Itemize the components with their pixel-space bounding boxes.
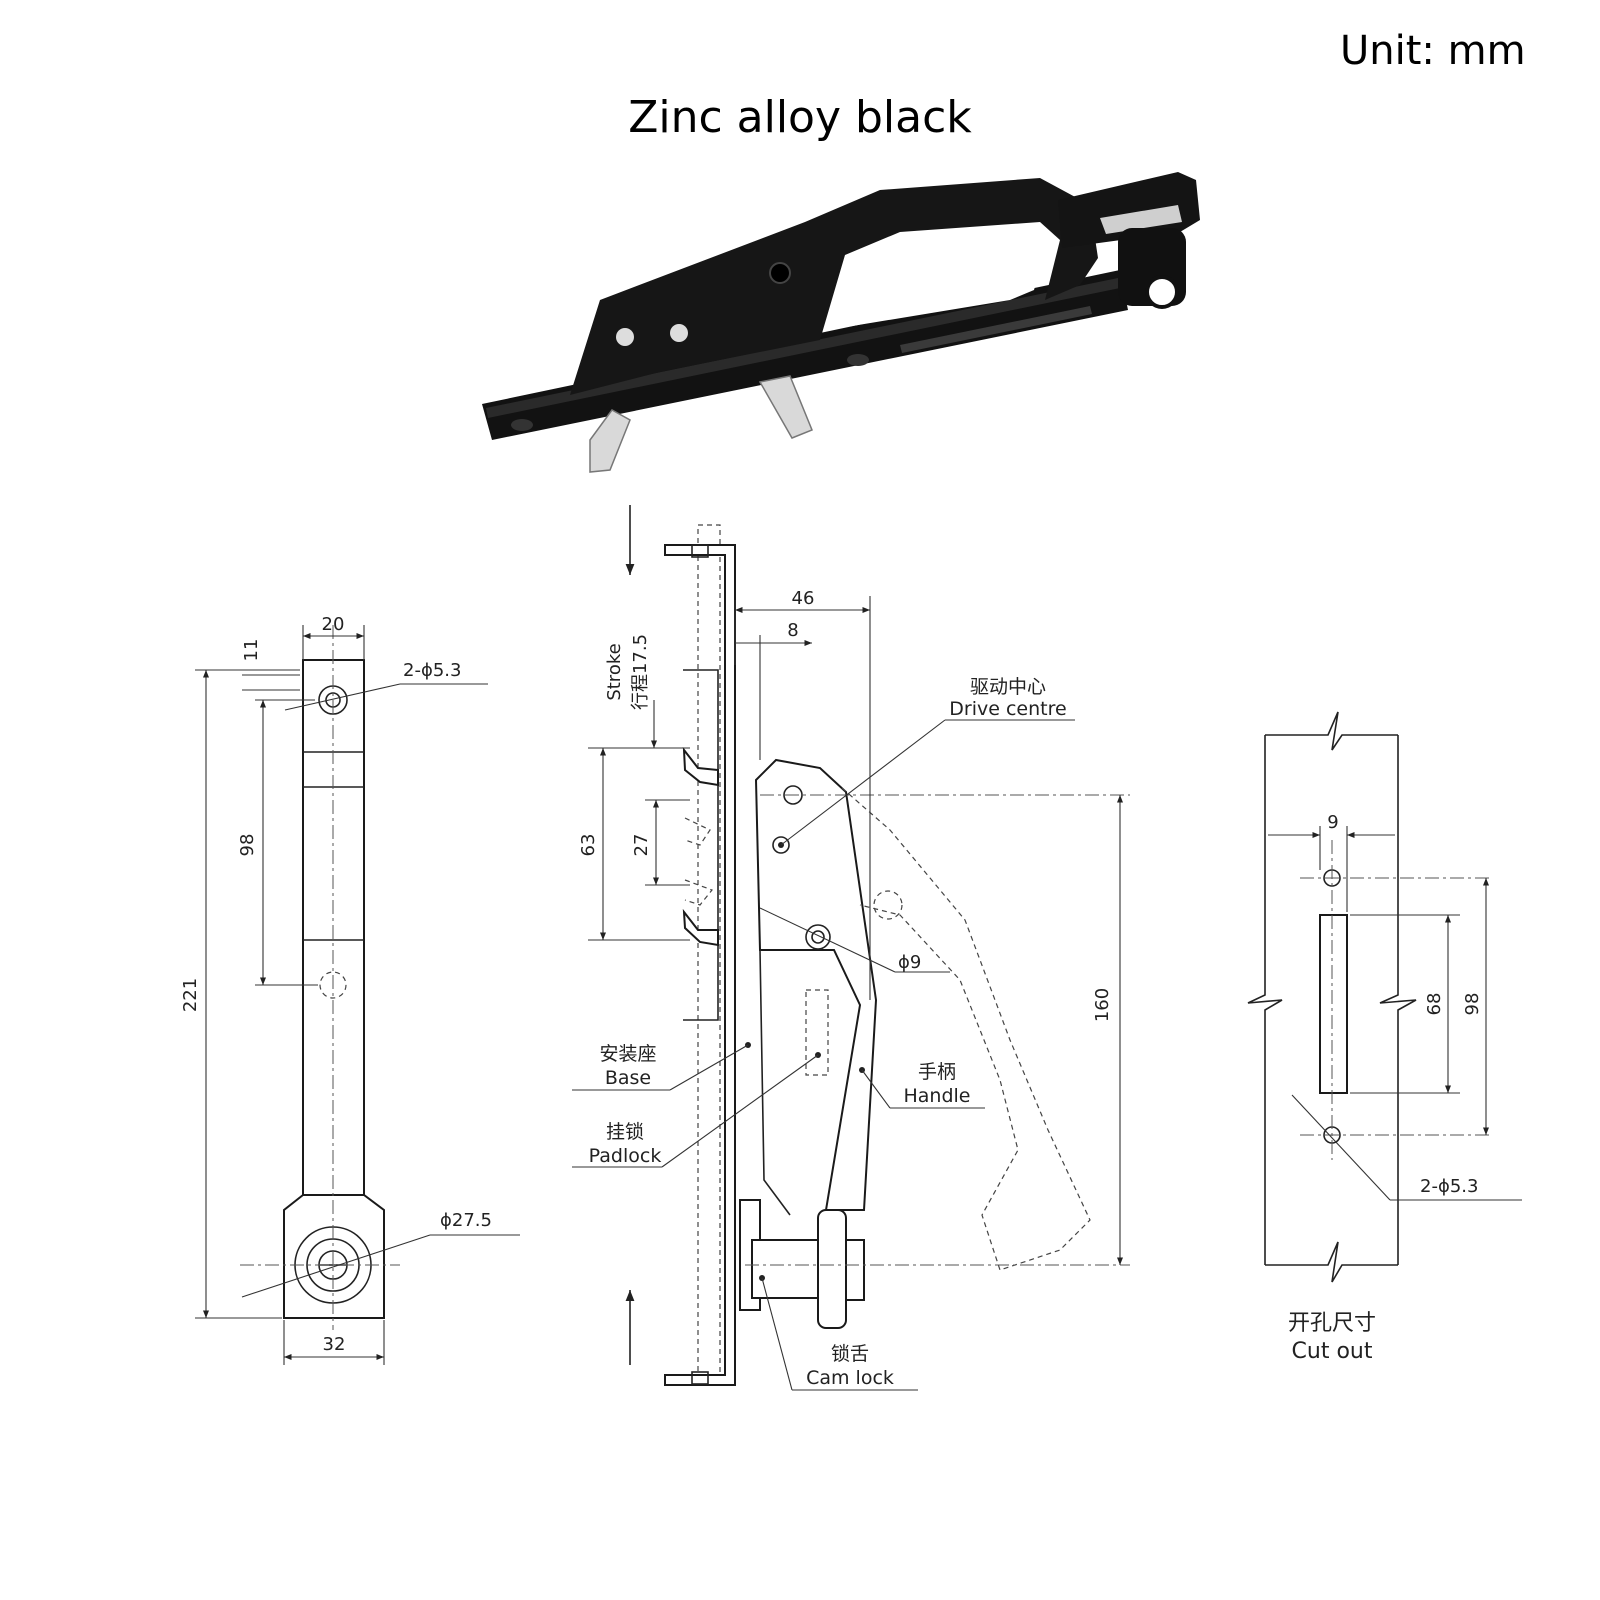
label-cam-en: Cam lock xyxy=(806,1367,894,1389)
dim-width-top: 20 xyxy=(322,614,345,635)
label-drive-en: Drive centre xyxy=(949,698,1066,720)
label-handle-en: Handle xyxy=(903,1085,970,1107)
dim-height-160: 160 xyxy=(1092,988,1113,1022)
side-view: 46 8 Stroke 行程17.5 63 27 ϕ9 160 驱动中心 Dri… xyxy=(572,505,1130,1391)
unit-label: Unit: mm xyxy=(1340,28,1526,74)
label-drive-cn: 驱动中心 xyxy=(970,676,1046,698)
dim-offset: 8 xyxy=(787,620,798,641)
label-padlock-en: Padlock xyxy=(589,1145,662,1167)
product-photo xyxy=(482,172,1200,473)
dim-height-27: 27 xyxy=(631,834,652,857)
dim-depth: 46 xyxy=(792,588,815,609)
dim-height-63: 63 xyxy=(578,834,599,857)
label-handle-cn: 手柄 xyxy=(918,1061,956,1083)
dim-offset-top: 11 xyxy=(241,639,262,662)
cutout-dim-spacing: 98 xyxy=(1462,993,1483,1016)
label-base-cn: 安装座 xyxy=(599,1043,656,1065)
cutout-view: 9 68 98 2-ϕ5.3 开孔尺寸 Cut out xyxy=(1247,711,1522,1364)
dim-cylinder: ϕ27.5 xyxy=(440,1210,492,1231)
cutout-dim-slot: 68 xyxy=(1424,993,1445,1016)
cutout-dim-width: 9 xyxy=(1327,812,1338,833)
dim-hole-spacing: 98 xyxy=(237,834,258,857)
dim-stroke-en: Stroke xyxy=(604,643,625,700)
product-title: Zinc alloy black xyxy=(628,92,972,143)
dim-pivot: ϕ9 xyxy=(898,952,921,973)
dim-stroke-cn: 行程17.5 xyxy=(630,634,651,710)
label-padlock-cn: 挂锁 xyxy=(606,1121,644,1143)
label-base-en: Base xyxy=(605,1067,651,1089)
cutout-caption-en: Cut out xyxy=(1292,1339,1373,1364)
dim-hole: 2-ϕ5.3 xyxy=(403,660,461,681)
dim-width-bottom: 32 xyxy=(323,1334,346,1355)
label-cam-cn: 锁舌 xyxy=(831,1343,869,1365)
dim-total-length: 221 xyxy=(180,978,201,1012)
front-view: 20 11 2-ϕ5.3 98 221 ϕ27.5 32 xyxy=(180,614,520,1365)
cutout-dim-holes: 2-ϕ5.3 xyxy=(1420,1176,1478,1197)
cutout-caption-cn: 开孔尺寸 xyxy=(1288,1311,1376,1336)
